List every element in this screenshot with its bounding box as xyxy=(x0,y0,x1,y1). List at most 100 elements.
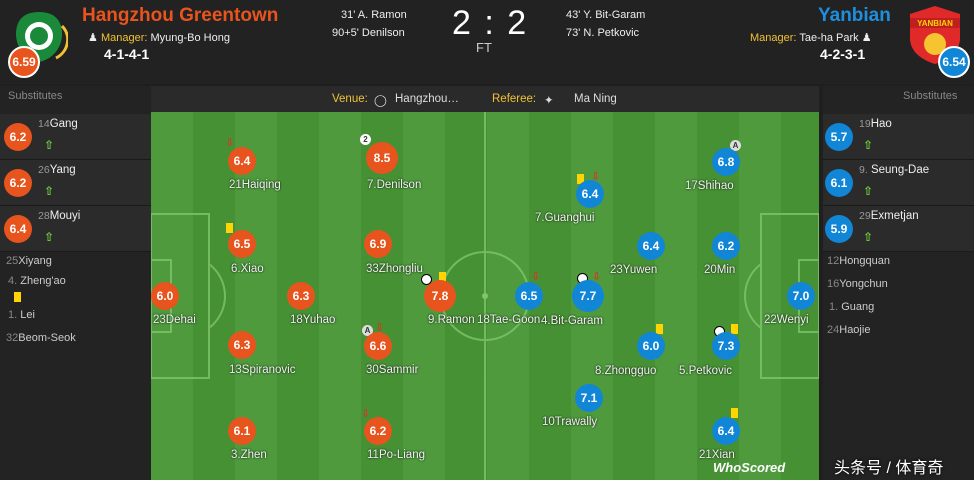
player-name[interactable]: 10Trawally xyxy=(542,416,597,428)
stadium-icon: ◯ xyxy=(374,95,387,107)
player-rating[interactable]: 6.3 xyxy=(287,282,315,310)
yellow-card-icon xyxy=(14,292,21,302)
player-name[interactable]: 3.Zhen xyxy=(231,449,267,461)
player-number: 22 xyxy=(764,314,777,326)
away-sub-card[interactable]: 5.7 19Hao ⇧ xyxy=(823,114,974,160)
player-name[interactable]: 7.Guanghui xyxy=(535,212,594,224)
player-label: Zhongguo xyxy=(604,365,657,377)
sub-player-number: 9. xyxy=(859,164,868,176)
player-name[interactable]: 17Shihao xyxy=(685,180,734,192)
player-name[interactable]: 13Spiranovic xyxy=(229,364,296,376)
venue-name[interactable]: Hangzhou… xyxy=(395,93,459,105)
player-rating[interactable]: 6.2 xyxy=(712,232,740,260)
sub-player-label: Gang xyxy=(49,118,78,130)
player-rating[interactable]: 6.2 xyxy=(364,417,392,445)
away-sub-card[interactable]: 6.1 9. Seung-Dae ⇧ xyxy=(823,160,974,206)
player-rating[interactable]: 6.4 xyxy=(576,180,604,208)
player-rating[interactable]: 6.9 xyxy=(364,230,392,258)
player-label: Zhongliu xyxy=(378,263,423,275)
sub-rating: 6.4 xyxy=(4,215,32,243)
player-rating[interactable]: 6.1 xyxy=(228,417,256,445)
home-team-name[interactable]: Hangzhou Greentown xyxy=(82,5,279,26)
player-number: 20 xyxy=(704,264,717,276)
player-rating[interactable]: 6.4 xyxy=(637,232,665,260)
sub-player-number: 16 xyxy=(827,278,840,290)
sub-player-label: Seung-Dae xyxy=(870,164,930,176)
home-sub-card[interactable]: 6.2 14Gang ⇧ xyxy=(0,114,151,160)
whistle-icon: ✦ xyxy=(544,95,554,107)
player-name[interactable]: 7.Denilson xyxy=(367,179,421,191)
player-rating[interactable]: 6.4 xyxy=(228,147,256,175)
sub-off-arrow-icon: ⇩ xyxy=(591,171,601,183)
player-name[interactable]: 33Zhongliu xyxy=(366,263,423,275)
unused-sub[interactable]: 32Beom-Seok xyxy=(6,332,76,344)
player-name[interactable]: 11Po-Liang xyxy=(367,449,425,461)
player-name[interactable]: 30Sammir xyxy=(366,364,418,376)
unused-sub[interactable]: 1. Guang xyxy=(829,301,874,313)
unused-sub[interactable]: 16Yongchun xyxy=(827,278,888,290)
player-name[interactable]: 9.Ramon xyxy=(428,314,475,326)
player-rating[interactable]: 8.5 xyxy=(366,142,398,174)
player-name[interactable]: 22Wenyi xyxy=(764,314,809,326)
assist-icon: A xyxy=(362,325,373,336)
unused-sub[interactable]: 24Haojie xyxy=(827,324,870,336)
player-label: Sammir xyxy=(378,364,419,376)
player-name[interactable]: 23Dehai xyxy=(153,314,196,326)
sub-player-number: 25 xyxy=(6,255,19,267)
home-manager: ♟ Manager: Myung-Bo Hong xyxy=(88,31,230,44)
player-number: 18 xyxy=(477,314,490,326)
player-rating[interactable]: 7.7 xyxy=(572,280,604,312)
player-rating[interactable]: 7.0 xyxy=(787,282,815,310)
player-number: 7. xyxy=(367,179,377,191)
user-icon: ♟ xyxy=(861,32,872,44)
player-name[interactable]: 4.Bit-Garam xyxy=(541,315,603,327)
sub-player-name: 19Hao xyxy=(859,118,892,130)
unused-sub[interactable]: 12Hongquan xyxy=(827,255,890,267)
player-rating[interactable]: 7.8 xyxy=(424,280,456,312)
player-rating[interactable]: 7.1 xyxy=(575,384,603,412)
sub-off-arrow-icon: ⇩ xyxy=(375,322,385,334)
player-label: Zhen xyxy=(240,449,267,461)
player-label: Tae-Goon xyxy=(489,314,541,326)
away-sub-card[interactable]: 5.9 29Exmetjan ⇧ xyxy=(823,206,974,252)
away-manager: Manager: Tae-ha Park ♟ xyxy=(750,31,872,44)
player-name[interactable]: 6.Xiao xyxy=(231,263,264,275)
score-separator: : xyxy=(484,4,496,42)
unused-sub[interactable]: 25Xiyang xyxy=(6,255,52,267)
home-sub-card[interactable]: 6.4 28Mouyi ⇧ xyxy=(0,206,151,252)
player-name[interactable]: 21Xian xyxy=(699,449,735,461)
player-label: Xian xyxy=(711,449,735,461)
referee-name[interactable]: Ma Ning xyxy=(574,93,617,105)
player-rating[interactable]: 6.0 xyxy=(637,332,665,360)
home-goal-2: 90+5' Denilson xyxy=(332,27,405,39)
player-name[interactable]: 8.Zhongguo xyxy=(595,365,656,377)
player-rating[interactable]: 6.6 xyxy=(364,332,392,360)
player-name[interactable]: 20Min xyxy=(704,264,735,276)
sub-on-arrow-icon: ⇧ xyxy=(863,230,874,244)
player-name[interactable]: 23Yuwen xyxy=(610,264,657,276)
sub-player-label: Exmetjan xyxy=(870,210,919,222)
away-team-rating: 6.54 xyxy=(938,46,970,78)
player-rating[interactable]: 6.0 xyxy=(151,282,179,310)
player-number: 33 xyxy=(366,263,379,275)
home-sub-card[interactable]: 6.2 26Yang ⇧ xyxy=(0,160,151,206)
player-rating[interactable]: 6.5 xyxy=(515,282,543,310)
away-score: 2 xyxy=(507,4,529,42)
player-label: Min xyxy=(716,264,736,276)
pitch-markings xyxy=(151,112,819,480)
player-label: Spiranovic xyxy=(241,364,296,376)
home-manager-name: Myung-Bo Hong xyxy=(150,32,230,44)
player-name[interactable]: 18Yuhao xyxy=(290,314,335,326)
player-rating[interactable]: 7.3 xyxy=(712,332,740,360)
player-name[interactable]: 5.Petkovic xyxy=(679,365,732,377)
player-name[interactable]: 21Haiqing xyxy=(229,179,281,191)
player-rating[interactable]: 6.4 xyxy=(712,417,740,445)
sub-player-number: 1. xyxy=(8,309,18,321)
player-rating[interactable]: 6.8 xyxy=(712,148,740,176)
away-team-name[interactable]: Yanbian xyxy=(818,5,891,26)
player-rating[interactable]: 6.5 xyxy=(228,230,256,258)
player-rating[interactable]: 6.3 xyxy=(228,331,256,359)
unused-sub[interactable]: 1. Lei xyxy=(8,309,35,321)
player-name[interactable]: 18Tae-Goon xyxy=(477,314,540,326)
unused-sub[interactable]: 4. Zheng'ao xyxy=(8,275,66,287)
